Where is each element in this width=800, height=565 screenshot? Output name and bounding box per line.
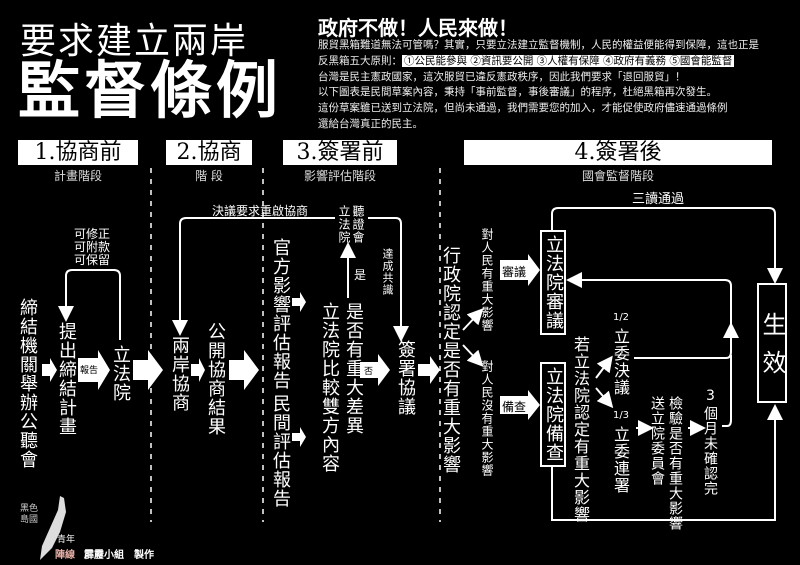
node-compare: 立法院比較雙方內容 [319, 302, 340, 473]
node-hearing: 締結機關舉辦公聽會 [17, 298, 38, 469]
title-line2: 監督條例 [18, 54, 283, 127]
label-report: 報告 [80, 366, 99, 376]
major-arrow [462, 308, 484, 331]
third-reading-line [551, 207, 783, 284]
logo-front: 陣線 [55, 550, 75, 561]
phase-2-sub: 階 段 [195, 169, 223, 183]
phase-2-label: 2.協商 [166, 140, 252, 165]
label-major: 對人民有重大影響 [480, 228, 494, 332]
box-ly-record: 立法院備查 [540, 362, 566, 467]
tag-record: 備查 [502, 400, 527, 414]
label-consensus: 達成共識 [381, 248, 394, 296]
arrow-negotiate [191, 358, 205, 382]
intro-p4: 以下圖表是民間草案內容，秉持「事前監督，事後審議」的程序，杜絕黑箱再次發生。 [318, 86, 717, 99]
label-no: 否 [364, 367, 374, 377]
phase-4-label: 4.簽署後 [464, 140, 772, 165]
node-negotiate: 兩岸協商 [169, 336, 190, 412]
node-check: 檢驗是否有重大影響 [667, 396, 683, 531]
third-arrow [595, 387, 614, 409]
node-exec: 行政院認定是否有重大影響 [440, 246, 461, 474]
principles-highlight: ①公民能參與 ②資訊要公開 ③人權有保障 ④政府有義務 ⑤國會能監督 [402, 54, 735, 67]
intro-p3: 台灣是民主憲政國家，這次服貿已違反憲政秩序，因此我們要求「退回服貿」！ [318, 70, 686, 83]
intro-p6: 還給台灣真正的民主。 [318, 117, 423, 130]
arrow-record [500, 390, 540, 420]
node-ly-hearing-b: 聽證會 [351, 205, 365, 244]
node-publish: 公開協商結果 [205, 322, 226, 436]
box-ly-review: 立法院審議 [540, 230, 566, 335]
big-arrow-1 [133, 350, 163, 390]
node-three-n: 3 [706, 388, 715, 404]
big-arrow-3 [418, 356, 440, 384]
node-if-major: 若立法院認定有重大影響 [571, 336, 590, 523]
label-amend: 可修正 可附款 可保留 [74, 228, 110, 267]
phase-1-label: 1.協商前 [18, 140, 138, 165]
node-half: 立委決議 [611, 328, 630, 396]
arrow-no [360, 354, 390, 386]
minor-arrow [462, 344, 484, 367]
phase-4-sub: 國會監督階段 [581, 169, 654, 183]
phase-1-sub: 計畫階段 [53, 169, 102, 183]
return-line [566, 272, 732, 330]
box-effect: 生效 [757, 283, 787, 403]
frac-half: 1/2 [612, 312, 630, 323]
record-line [551, 404, 783, 521]
label-restart: 決議要求重啟協商 [212, 204, 309, 218]
phase-3-sub: 影響評估階段 [303, 169, 376, 183]
half-arrow [595, 355, 613, 379]
node-ly-hearing-a: 立法院 [337, 205, 351, 244]
node-diff: 是否有重大差異 [343, 302, 364, 435]
node-official: 官方影響評估報告 [270, 238, 291, 390]
title-line1: 要求建立兩岸 [20, 21, 249, 62]
intro-p2-prefix: 反黑箱五大原則： [318, 54, 402, 67]
node-civil: 民間評估報告 [270, 394, 291, 508]
half-line [634, 322, 739, 359]
frac-third: 1/3 [612, 410, 630, 421]
node-sign: 簽署協議 [395, 340, 416, 416]
amend-3: 可保留 [74, 253, 111, 267]
amend-2: 可附款 [74, 240, 111, 254]
arrow-hearing [42, 358, 57, 382]
arrow-official [292, 292, 306, 312]
label-third-reading: 三讀通過 [632, 192, 685, 207]
intro-heading: 政府不做！人民來做！ [318, 16, 518, 40]
arrow-civil [292, 427, 306, 447]
intro-p2: 反黑箱五大原則：①公民能參與 ②資訊要公開 ③人權有保障 ④政府有義務 ⑤國會能… [318, 54, 759, 70]
node-committee: 送立院委員會 [649, 396, 665, 486]
node-ly1: 立法院 [110, 345, 131, 402]
intro-p5: 這份草案雖已送到立法院，但尚未通過，我們需要您的加入，才能促使政府儘速通過條例 [318, 102, 728, 115]
consensus-line [368, 217, 409, 342]
amend-1: 可修正 [74, 227, 111, 241]
intro-p1: 服貿黑箱難道無法可管嗎？其實，只要立法建立監督機制，人民的權益便能得到保障，這也… [318, 39, 759, 51]
label-yes: 是 [354, 268, 367, 282]
node-plan: 提出締結計畫 [56, 322, 77, 436]
month-line [722, 355, 732, 427]
intro-text: 服貿黑箱難道無法可管嗎？其實，只要立法建立監督機制，人民的權益便能得到保障，這也… [318, 38, 759, 133]
node-three-m: 個月未確認完 [702, 406, 718, 496]
restart-loop [172, 217, 335, 336]
arrow-report [78, 350, 110, 390]
credit: 霹靂小組 製作 [84, 550, 154, 561]
logo-black-island: 黑色島國 [20, 504, 39, 525]
big-arrow-2 [229, 350, 259, 390]
phase-3-label: 3.簽署前 [283, 140, 397, 165]
logo-youth: 青年 [57, 535, 76, 545]
amend-loop [58, 269, 121, 340]
arrow-review [500, 254, 540, 286]
tag-review: 審議 [502, 265, 527, 279]
label-minor: 對人民沒有重大影響 [480, 360, 494, 477]
node-cosign: 立委連署 [611, 426, 630, 494]
